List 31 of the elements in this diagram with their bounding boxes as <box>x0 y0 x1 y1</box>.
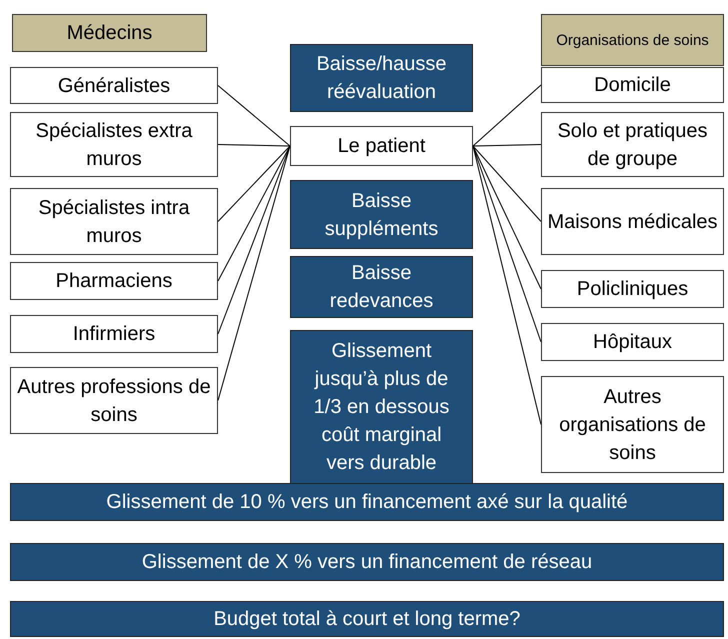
connector-line <box>472 146 542 222</box>
node-box: Spécialistes intra muros <box>10 188 218 255</box>
node-box: Hôpitaux <box>541 323 724 361</box>
measure-box: Glissement jusqu’à plus de 1/3 en dessous coût marginal vers durable <box>290 330 473 484</box>
banner-box: Glissement de 10 % vers un financement axé sur la qualité <box>10 483 724 521</box>
node-box: Autres organisations de soins <box>541 376 724 473</box>
node-box: Solo et pratiques de groupe <box>541 112 724 177</box>
node-box: Infirmiers <box>10 315 218 353</box>
node-box: Domicile <box>541 67 724 103</box>
connector-line <box>218 146 290 222</box>
node-box: Spécialistes extra muros <box>10 112 218 177</box>
node-box: Le patient <box>290 126 473 166</box>
connector-line <box>472 84 542 146</box>
banner-box: Budget total à court et long terme? <box>10 601 724 637</box>
node-box: Pharmaciens <box>10 262 218 300</box>
connector-line <box>472 144 542 146</box>
node-box: Généralistes <box>10 67 218 104</box>
measure-box: Baisse suppléments <box>290 180 473 249</box>
connector-line <box>472 146 542 290</box>
connector-line <box>218 144 290 146</box>
node-box: Autres professions de soins <box>10 367 218 434</box>
connector-line <box>218 146 290 401</box>
connector-line <box>218 85 290 146</box>
connector-line <box>218 146 290 282</box>
node-box: Policliniques <box>541 270 724 308</box>
banner-box: Glissement de X % vers un financement de réseau <box>10 543 724 581</box>
measure-box: Baisse/hausse réévaluation <box>290 44 473 112</box>
header-box: Médecins <box>12 14 207 52</box>
measure-box: Baisse redevances <box>290 256 473 318</box>
node-box: Maisons médicales <box>541 188 724 255</box>
header-box: Organisations de soins <box>541 14 724 66</box>
